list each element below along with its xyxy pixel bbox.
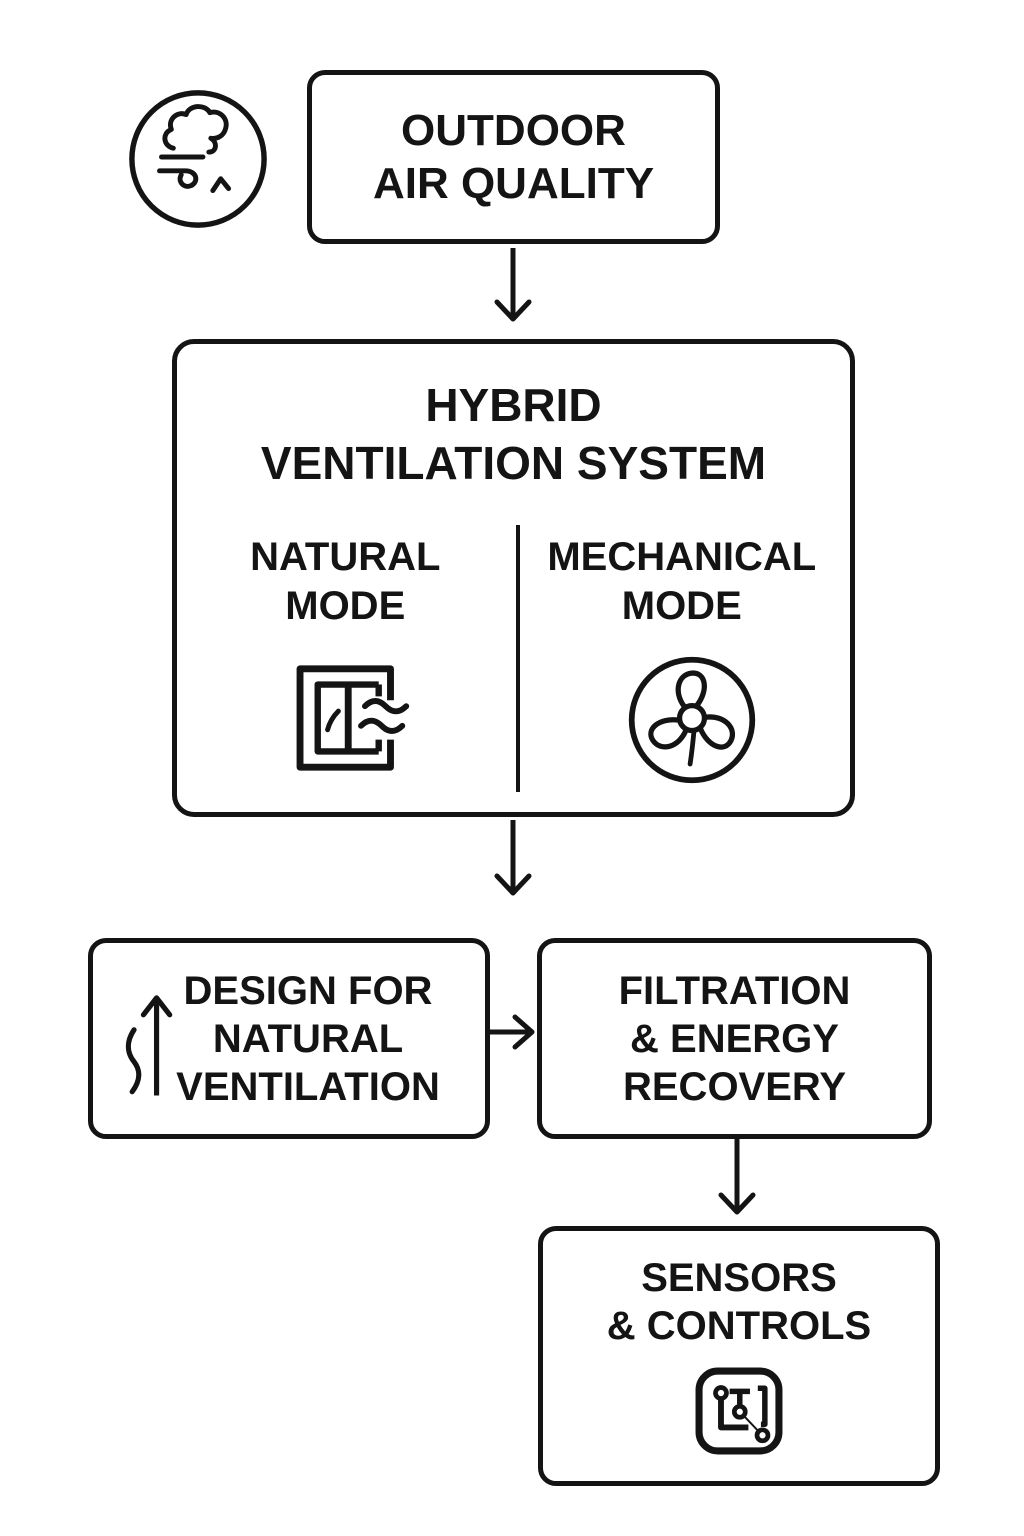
arrow-down-filtration-to-sensors <box>715 1139 759 1225</box>
arrow-down-outdoor-to-hybrid <box>491 248 535 332</box>
hybrid-ventilation-system-node: HYBRID VENTILATION SYSTEM NATURAL MODE M… <box>172 339 855 817</box>
mode-divider <box>516 525 520 792</box>
filtration-label-line1: FILTRATION <box>618 968 851 1013</box>
circuit-board-icon <box>692 1364 786 1458</box>
hybrid-title-line2: VENTILATION SYSTEM <box>260 437 767 489</box>
sensors-label-line2: & CONTROLS <box>606 1304 872 1348</box>
filtration-energy-recovery-node: FILTRATION & ENERGY RECOVERY <box>537 938 932 1139</box>
design-label-line1: DESIGN FOR <box>183 968 433 1013</box>
design-label-line2: NATURAL <box>212 1016 404 1061</box>
filtration-label-line3: RECOVERY <box>622 1064 846 1109</box>
outdoor-label-line2: AIR QUALITY <box>372 159 655 208</box>
mechanical-mode-label-line1: MECHANICAL <box>547 535 817 579</box>
design-label: DESIGN FOR NATURAL VENTILATION <box>138 967 440 1111</box>
airflow-up-icon <box>117 981 183 1103</box>
sensors-controls-node: SENSORS & CONTROLS <box>538 1226 940 1486</box>
fan-icon <box>625 653 759 787</box>
outdoor-air-quality-node: OUTDOOR AIR QUALITY <box>307 70 720 244</box>
open-window-icon <box>292 657 430 775</box>
design-for-natural-ventilation-node: DESIGN FOR NATURAL VENTILATION <box>88 938 490 1139</box>
natural-mode-label-line2: MODE <box>285 584 406 628</box>
mechanical-mode-section: MECHANICAL MODE <box>514 533 851 787</box>
natural-mode-label-line1: NATURAL <box>250 535 441 579</box>
hybrid-title: HYBRID VENTILATION SYSTEM <box>261 376 766 492</box>
arrow-down-hybrid-to-row <box>491 820 535 906</box>
hybrid-title-line1: HYBRID <box>425 379 602 431</box>
mechanical-mode-label-line2: MODE <box>621 584 742 628</box>
sensors-label-line1: SENSORS <box>641 1256 837 1300</box>
wind-cloud-icon <box>124 85 272 233</box>
outdoor-label-line1: OUTDOOR <box>401 106 626 155</box>
design-label-line3: VENTILATION <box>176 1064 440 1109</box>
filtration-label-line2: & ENERGY <box>630 1016 839 1061</box>
arrow-right-design-to-filtration <box>488 1010 540 1054</box>
natural-mode-section: NATURAL MODE <box>177 533 514 775</box>
